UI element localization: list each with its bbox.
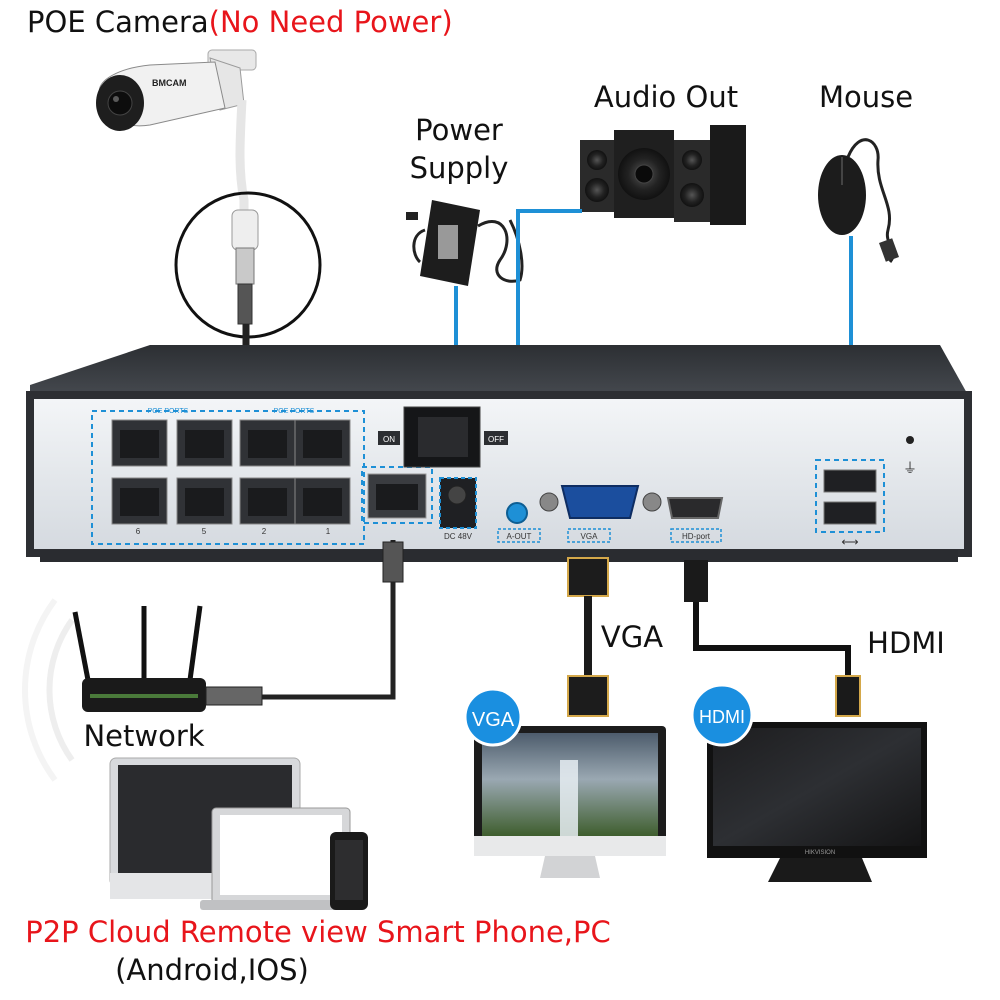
rj45-plug-icon [231, 209, 259, 325]
hdmi-port [666, 497, 724, 519]
hd-tag [670, 528, 722, 543]
vga-monitor-stand [540, 856, 600, 878]
hd-port-label: HD-port [682, 532, 711, 541]
hdmi-monitor-stand [768, 858, 872, 882]
port-number-5: 5 [202, 527, 207, 536]
wan-port-socket [376, 484, 418, 510]
hdmi-plug-top [684, 560, 708, 602]
aout-label: A-OUT [507, 532, 532, 541]
vga-tag [567, 528, 611, 543]
poe-camera-icon: BMCAM [96, 49, 257, 131]
vga-port [539, 485, 662, 519]
vga-badge-label: VGA [472, 709, 515, 731]
vga-cable-label: VGA [601, 620, 663, 654]
usb-port-1 [823, 469, 877, 493]
dc-jack-socket [447, 485, 467, 505]
monitor-brand: HIKVISION [805, 850, 835, 856]
network-cable [262, 540, 396, 700]
hdmi-plug-bottom [835, 675, 861, 717]
speaker-icon [580, 125, 746, 225]
mouse-label: Mouse [819, 80, 913, 114]
hdmi-cable-label: HDMI [867, 626, 945, 660]
camera-title-group: POE Camera(No Need Power) [27, 5, 453, 39]
ethernet-ports [111, 419, 351, 525]
audio-out-label: Audio Out [594, 80, 738, 114]
vga-monitor-chin [474, 836, 666, 856]
router-icon [22, 598, 206, 782]
usb-port-group [815, 459, 885, 533]
port-number-1: 1 [326, 527, 331, 536]
poe-port-group [91, 410, 365, 545]
off-tag [484, 431, 508, 445]
off-label: OFF [488, 435, 504, 444]
poe-group-left-label: POE PORTS [148, 408, 189, 415]
usb-icon: ⟷ [841, 535, 858, 549]
power-supply-label-1: Power [415, 113, 503, 147]
hdmi-cable [693, 600, 851, 690]
audio-out-jack [506, 502, 528, 524]
power-adapter-icon [406, 200, 524, 286]
network-label: Network [83, 719, 204, 753]
power-switch-rocker [418, 417, 468, 457]
hdmi-monitor-screen [713, 728, 921, 846]
camera-cable [235, 99, 249, 240]
camera-brand: BMCAM [152, 78, 187, 88]
ground-icon: ⏚ [903, 460, 917, 476]
usb-port-2 [823, 501, 877, 525]
hdmi-badge [690, 683, 754, 747]
vga-badge [463, 687, 523, 747]
aout-tag [497, 528, 541, 543]
power-supply-label-2: Supply [410, 151, 509, 185]
reset-hole [906, 436, 914, 444]
waterfall-graphic [560, 760, 578, 836]
camera-note: (No Need Power) [209, 5, 453, 39]
mouse-icon [818, 138, 899, 263]
poe-group-right-label: POE PORTS [274, 408, 315, 415]
port-number-6: 6 [136, 527, 141, 536]
port-number-2: 2 [262, 527, 267, 536]
camera-title: POE Camera [27, 5, 209, 39]
vga-cable [567, 557, 609, 717]
hdmi-badge-label: HDMI [699, 707, 745, 727]
footer-line1: P2P Cloud Remote view Smart Phone,PC [25, 915, 611, 949]
network-plug-icon [382, 541, 404, 583]
dc-label: DC 48V [444, 532, 473, 541]
pc-laptop-phone-icon [109, 757, 368, 910]
router-plug-icon [205, 686, 263, 706]
vga-port-label: VGA [581, 532, 599, 541]
footer-line2: (Android,IOS) [115, 953, 309, 987]
on-tag [378, 431, 400, 445]
on-label: ON [383, 435, 395, 444]
